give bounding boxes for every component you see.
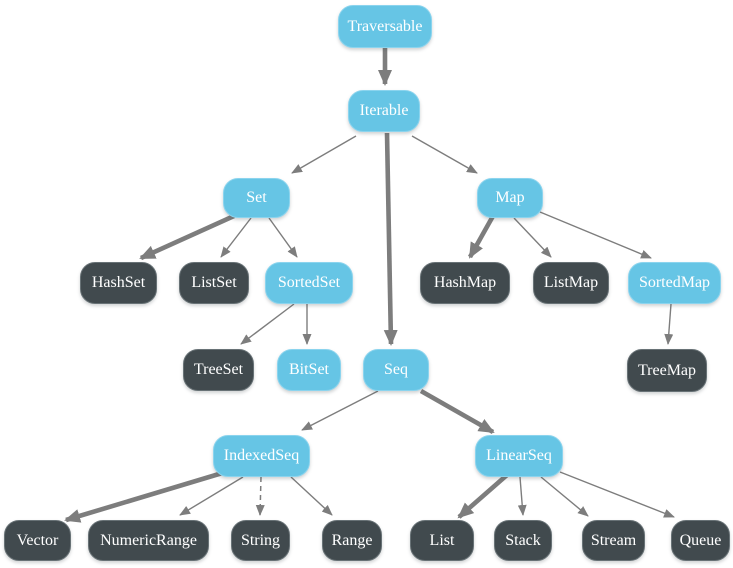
node-hashmap[interactable]: HashMap bbox=[420, 262, 510, 304]
edge-seq-indexedseq bbox=[301, 390, 379, 431]
node-vector[interactable]: Vector bbox=[4, 520, 71, 561]
node-indexedseq[interactable]: IndexedSeq bbox=[213, 435, 310, 477]
node-label: Set bbox=[246, 189, 267, 206]
node-label: List bbox=[429, 531, 455, 549]
node-label: Traversable bbox=[347, 17, 423, 35]
node-hashset[interactable]: HashSet bbox=[80, 262, 157, 304]
edge-iterable-seq bbox=[383, 132, 398, 346]
node-label: HashMap bbox=[433, 274, 497, 291]
node-iterable[interactable]: Iterable bbox=[348, 90, 420, 132]
node-queue[interactable]: Queue bbox=[671, 520, 730, 561]
node-label: NumericRange bbox=[100, 531, 197, 549]
edge-indexedseq-vector bbox=[64, 468, 230, 523]
node-treeset[interactable]: TreeSet bbox=[183, 349, 254, 391]
node-label: Stream bbox=[590, 531, 637, 549]
node-label: IndexedSeq bbox=[223, 447, 300, 464]
node-linearseq[interactable]: LinearSeq bbox=[475, 435, 563, 477]
edge-linearseq-stack bbox=[517, 476, 527, 516]
node-listset[interactable]: ListSet bbox=[179, 262, 249, 304]
node-map[interactable]: Map bbox=[477, 178, 543, 218]
edge-linearseq-list bbox=[457, 473, 509, 519]
edge-iterable-set bbox=[291, 135, 357, 174]
node-range[interactable]: Range bbox=[322, 520, 382, 561]
node-sortedmap[interactable]: SortedMap bbox=[628, 262, 721, 304]
node-label: HashSet bbox=[91, 274, 146, 291]
node-label: Map bbox=[495, 189, 525, 206]
node-label: Seq bbox=[384, 361, 408, 378]
node-label: LinearSeq bbox=[486, 447, 552, 464]
node-bitset[interactable]: BitSet bbox=[277, 349, 341, 391]
node-stream[interactable]: Stream bbox=[582, 520, 645, 561]
node-label: SortedSet bbox=[277, 274, 341, 291]
node-treemap[interactable]: TreeMap bbox=[627, 349, 707, 392]
node-label: BitSet bbox=[288, 361, 329, 378]
edge-map-hashmap bbox=[467, 214, 496, 259]
node-label: Iterable bbox=[359, 102, 409, 119]
node-string[interactable]: String bbox=[231, 520, 290, 561]
edge-sortedset-treeset bbox=[240, 303, 295, 345]
node-list[interactable]: List bbox=[410, 520, 474, 561]
node-label: Queue bbox=[679, 531, 722, 549]
edge-set-listset bbox=[220, 217, 252, 258]
edge-map-listmap bbox=[513, 217, 552, 258]
node-label: ListMap bbox=[543, 274, 599, 291]
edge-set-sortedset bbox=[268, 217, 298, 258]
edge-linearseq-queue bbox=[559, 471, 675, 518]
node-sortedset[interactable]: SortedSet bbox=[265, 262, 353, 304]
node-label: Stack bbox=[505, 531, 541, 549]
edge-indexedseq-range bbox=[290, 476, 333, 516]
node-traversable[interactable]: Traversable bbox=[338, 5, 432, 48]
node-label: TreeMap bbox=[637, 361, 697, 379]
node-label: ListSet bbox=[191, 274, 237, 291]
node-listmap[interactable]: ListMap bbox=[533, 262, 609, 304]
node-set[interactable]: Set bbox=[223, 178, 290, 218]
edge-set-hashset bbox=[139, 213, 235, 261]
node-stack[interactable]: Stack bbox=[494, 520, 552, 561]
node-numericrange[interactable]: NumericRange bbox=[88, 520, 209, 561]
node-label: String bbox=[240, 531, 281, 549]
edge-sortedmap-treemap bbox=[664, 303, 674, 345]
node-label: Vector bbox=[16, 531, 59, 549]
node-label: Range bbox=[331, 531, 373, 549]
edge-seq-linearseq bbox=[419, 389, 495, 434]
node-label: TreeSet bbox=[193, 361, 244, 378]
node-label: SortedMap bbox=[638, 274, 711, 291]
edge-map-sortedmap bbox=[539, 211, 652, 259]
edge-indexedseq-numericrange bbox=[179, 476, 244, 516]
edge-iterable-map bbox=[411, 135, 478, 174]
edge-indexedseq-string bbox=[255, 476, 265, 516]
edge-linearseq-stream bbox=[540, 476, 589, 517]
node-seq[interactable]: Seq bbox=[363, 349, 429, 391]
